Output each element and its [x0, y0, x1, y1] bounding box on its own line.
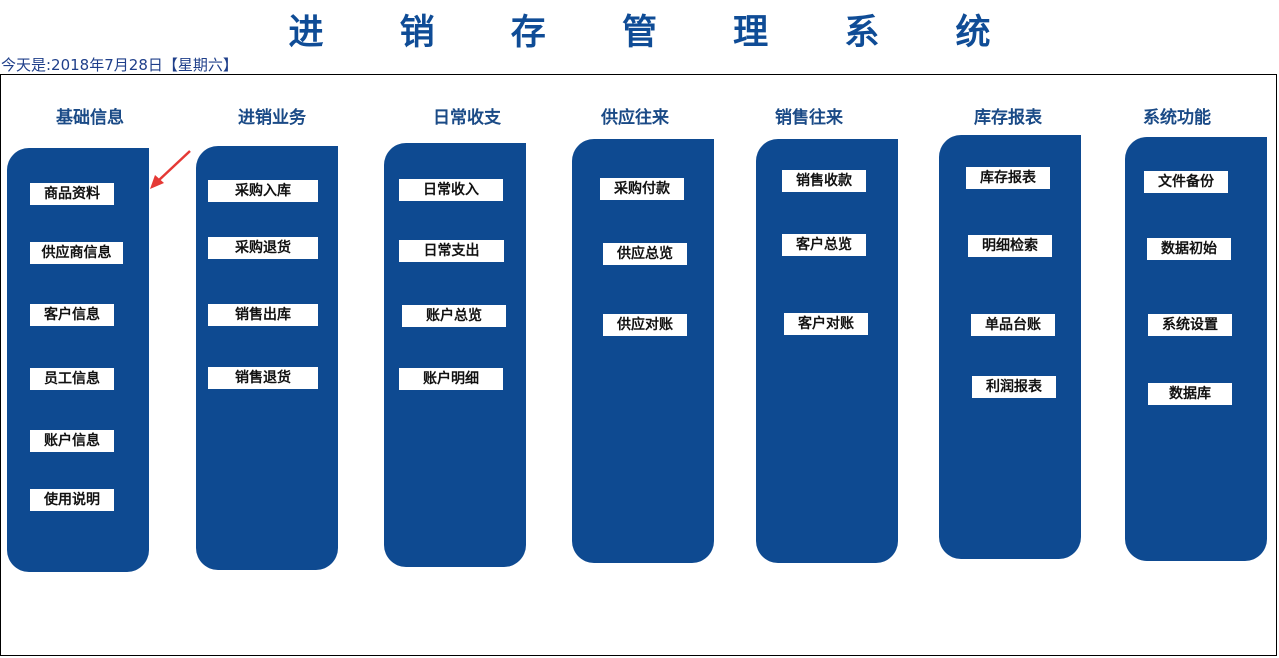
supply-overview-button[interactable]: 供应总览 [603, 243, 687, 265]
account-overview-button[interactable]: 账户总览 [402, 305, 506, 327]
daily-expense-button[interactable]: 日常支出 [399, 240, 504, 262]
item-ledger-button[interactable]: 单品台账 [971, 314, 1055, 336]
product-info-button[interactable]: 商品资料 [30, 183, 114, 205]
customer-info-button[interactable]: 客户信息 [30, 304, 114, 326]
panel-daily-income-expense [384, 143, 526, 567]
file-backup-button[interactable]: 文件备份 [1144, 171, 1228, 193]
system-settings-button[interactable]: 系统设置 [1148, 314, 1232, 336]
date-label: 今天是:2018年7月28日【星期六】 [1, 56, 238, 74]
header-sales-transactions: 销售往来 [775, 108, 843, 128]
panel-purchase-sales [196, 146, 338, 570]
header-system-functions: 系统功能 [1143, 108, 1211, 128]
header-purchase-sales: 进销业务 [238, 108, 306, 128]
account-info-button[interactable]: 账户信息 [30, 430, 114, 452]
arrow-icon [150, 150, 191, 189]
employee-info-button[interactable]: 员工信息 [30, 368, 114, 390]
supplier-info-button[interactable]: 供应商信息 [30, 242, 123, 264]
header-supply-transactions: 供应往来 [601, 108, 669, 128]
sales-receipt-button[interactable]: 销售收款 [782, 170, 866, 192]
customer-reconcile-button[interactable]: 客户对账 [784, 313, 868, 335]
detail-search-button[interactable]: 明细检索 [968, 235, 1052, 257]
purchase-inbound-button[interactable]: 采购入库 [208, 180, 318, 202]
panel-inventory-reports [939, 135, 1081, 559]
database-button[interactable]: 数据库 [1148, 383, 1232, 405]
purchase-return-button[interactable]: 采购退货 [208, 237, 318, 259]
panel-system-functions [1125, 137, 1267, 561]
supply-reconcile-button[interactable]: 供应对账 [603, 314, 687, 336]
sales-outbound-button[interactable]: 销售出库 [208, 304, 318, 326]
usage-guide-button[interactable]: 使用说明 [30, 489, 114, 511]
page-title: 进 销 存 管 理 系 统 [288, 13, 1023, 53]
panel-sales-transactions [756, 139, 898, 563]
header-inventory-reports: 库存报表 [974, 108, 1042, 128]
profit-report-button[interactable]: 利润报表 [972, 376, 1056, 398]
header-daily-income-expense: 日常收支 [433, 108, 501, 128]
daily-income-button[interactable]: 日常收入 [399, 179, 503, 201]
header-basic-info: 基础信息 [56, 108, 124, 128]
inventory-report-button[interactable]: 库存报表 [966, 167, 1050, 189]
data-init-button[interactable]: 数据初始 [1147, 238, 1231, 260]
main-frame [0, 74, 1277, 656]
customer-overview-button[interactable]: 客户总览 [782, 234, 866, 256]
panel-supply-transactions [572, 139, 714, 563]
sales-return-button[interactable]: 销售退货 [208, 367, 318, 389]
purchase-payment-button[interactable]: 采购付款 [600, 178, 684, 200]
account-detail-button[interactable]: 账户明细 [399, 368, 503, 390]
